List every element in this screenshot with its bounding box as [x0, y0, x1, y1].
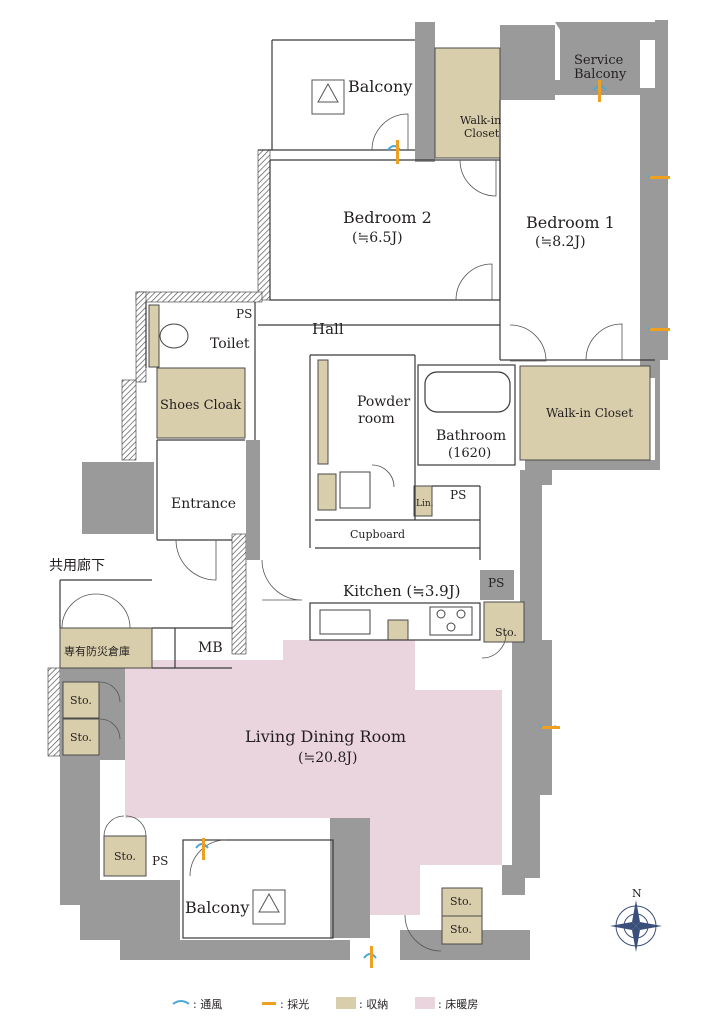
lin-label: Lin. — [416, 499, 434, 509]
ps4-label: PS — [152, 854, 168, 868]
hatch-triangle-bottom-icon — [258, 892, 280, 913]
legend-ventilation-icon — [172, 1000, 190, 1005]
wall-hatched-left-lower — [47, 667, 61, 757]
powder-shelf — [317, 359, 329, 465]
emergency-storage — [59, 627, 153, 669]
sto-kitchen-box — [483, 601, 525, 643]
common-corridor-label: 共用廊下 — [49, 557, 105, 574]
sto-bottom-right2-label: Sto. — [450, 923, 472, 936]
wall-hatched-toilet-top — [135, 291, 263, 303]
bedroom2-size: (≒6.5J) — [352, 230, 403, 246]
ps3-label: PS — [488, 576, 504, 590]
service-balcony-label-1: Service — [574, 53, 624, 68]
evacuation-hatch-bottom — [252, 889, 286, 925]
compass-icon — [610, 900, 662, 952]
sto-left-box1 — [62, 681, 100, 719]
ps1-label: PS — [236, 307, 252, 321]
ventilation-markers — [195, 80, 670, 968]
entrance-label: Entrance — [171, 496, 236, 512]
walkin-closet-bedroom1 — [519, 365, 651, 461]
wall-column-entrance — [82, 462, 154, 534]
walkin-closet-label: Walk-in Closet — [546, 406, 633, 420]
living-label: Living Dining Room — [245, 727, 406, 746]
legend-storage-label: : 収納 — [359, 998, 388, 1011]
legend-light-icon — [262, 1002, 276, 1005]
shoes-cloak-label: Shoes Cloak — [160, 398, 241, 413]
powder-label-2: room — [358, 411, 395, 427]
sto-bottom-left-box — [103, 835, 147, 877]
toilet-shelf — [148, 304, 160, 368]
hatch-triangle-top-icon — [317, 82, 339, 103]
balcony-bottom-label: Balcony — [185, 898, 249, 917]
wall-bottom-column — [330, 818, 370, 938]
wall-bottom — [120, 940, 350, 960]
lin-storage — [413, 485, 433, 517]
bathroom-label: Bathroom — [436, 428, 506, 444]
sto-left2-label: Sto. — [70, 731, 92, 744]
wall-hatched-entrance-right — [231, 533, 247, 655]
sto-kitchen-label: Sto. — [495, 626, 517, 639]
powder-shelf-low — [317, 473, 337, 511]
toilet-fixture — [159, 323, 189, 349]
exterior-wall-right — [502, 20, 668, 895]
cupboard-label: Cupboard — [350, 528, 405, 541]
sto-bottom-left-label: Sto. — [114, 850, 136, 863]
emergency-storage-label: 専有防災倉庫 — [64, 644, 130, 658]
sto-bottom-right1-label: Sto. — [450, 895, 472, 908]
sto-bottom-right-box2 — [441, 915, 483, 945]
north-label: N — [632, 887, 642, 900]
interior-lines — [59, 39, 655, 939]
kitchen-sink — [319, 609, 371, 635]
legend-light-label: : 採光 — [280, 997, 309, 1011]
evacuation-hatch-top — [311, 79, 345, 115]
kitchen-shelf — [387, 619, 409, 641]
wall-top-right — [500, 25, 555, 100]
powder-label-1: Powder — [357, 394, 411, 410]
legend-ventilation-label: : 通風 — [193, 998, 222, 1011]
floor-heating-area — [125, 640, 502, 915]
wall-sto-kitchen — [480, 570, 514, 600]
legend-floor-heating-label: : 床暖房 — [438, 997, 478, 1011]
wall-service-balcony — [555, 22, 655, 95]
powder-sink — [339, 471, 371, 509]
bedroom1-label: Bedroom 1 — [526, 213, 615, 232]
legend: : 通風 : 採光 : 収納 : 床暖房 — [172, 997, 478, 1011]
walkin-top-label-1: Walk-in — [460, 114, 501, 127]
toilet-label: Toilet — [210, 336, 250, 352]
hall-label: Hall — [312, 320, 344, 338]
bathroom-size: (1620) — [448, 446, 491, 461]
wall-top-mid — [415, 22, 435, 162]
sto-left1-label: Sto. — [70, 694, 92, 707]
kitchen-stove — [429, 606, 473, 636]
ps2-label: PS — [450, 488, 466, 502]
walkin-top-label-2: Closet — [464, 127, 500, 140]
kitchen-label: Kitchen (≒3.9J) — [343, 582, 461, 600]
living-size: (≒20.8J) — [298, 750, 357, 766]
bedroom1-size: (≒8.2J) — [535, 234, 586, 250]
wall-entrance-divider — [246, 440, 260, 560]
wall-bottom-left — [80, 880, 180, 940]
service-balcony-label-2: Balcony — [574, 67, 627, 82]
shoes-cloak — [156, 367, 246, 439]
sto-left-box2 — [62, 718, 100, 756]
mb-label: MB — [198, 640, 223, 656]
wall-hatched-shoes-left — [121, 379, 137, 461]
wall-hatched-toilet-left — [135, 291, 147, 383]
wall-hatched-left-top — [257, 149, 271, 301]
legend-storage-swatch — [336, 997, 356, 1009]
bedroom2-label: Bedroom 2 — [343, 208, 432, 227]
balcony-top-label: Balcony — [348, 77, 412, 96]
door-arcs — [61, 113, 623, 952]
legend-floor-heating-swatch — [415, 997, 435, 1009]
walkin-closet-top — [434, 47, 501, 159]
wall-right-column — [640, 88, 658, 378]
